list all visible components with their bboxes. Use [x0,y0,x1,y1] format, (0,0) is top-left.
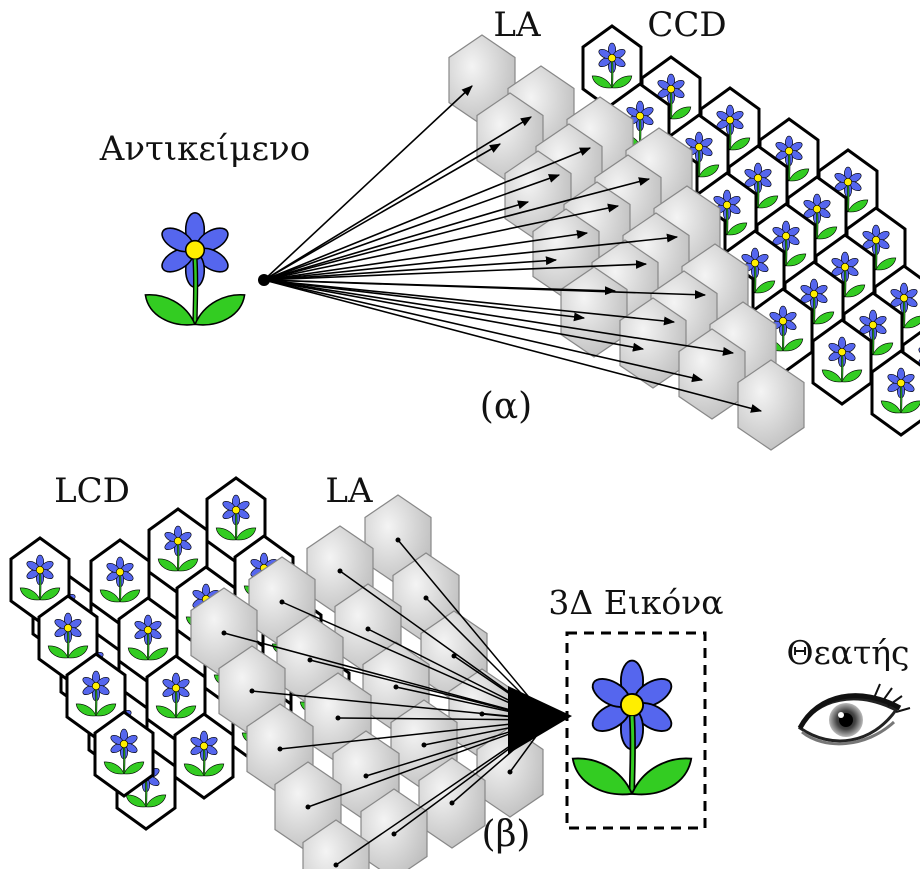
image-flower [573,661,691,795]
ccd-cell [811,318,873,406]
ray [263,143,501,281]
ray [279,719,549,750]
ray [263,147,592,281]
lcd-cell [173,712,235,800]
ccd-cell [870,349,920,437]
ray [263,279,617,296]
panel-b: LCD LA 3Δ Εικόνα Θεατής (β) [9,471,911,869]
object-label: Αντικείμενο [99,129,310,169]
ray [263,85,473,281]
ray [263,200,530,281]
lcd-label: LCD [54,471,130,511]
ray [263,279,645,352]
ray [223,632,549,721]
ray [263,279,704,383]
ray [263,233,679,281]
ray [263,177,651,281]
la-label-b: LA [325,471,373,511]
lenslet [737,359,805,451]
convergence-arrowhead [508,686,572,754]
image-label: 3Δ Εικόνα [548,583,723,622]
image-frame [565,631,707,830]
ray [263,256,558,281]
ray [263,116,532,281]
ray [263,279,586,322]
object-flower [145,213,244,325]
ray [263,174,561,281]
lcd-cell [93,710,155,798]
viewer-label: Θεατής [787,633,910,672]
ray [263,279,676,326]
ray [397,539,549,721]
eye-icon [797,683,911,746]
object-point [258,274,270,286]
ray [263,203,620,281]
ccd-label: CCD [647,5,726,45]
lenslet [360,788,428,869]
panel-a: Αντικείμενο LA CCD (α) [99,5,920,451]
ray [263,230,589,281]
caption-a: (α) [480,386,532,427]
capture-rays [263,85,763,413]
ray [263,259,648,281]
ccd-sensor-grid [581,24,920,437]
caption-b: (β) [482,814,531,855]
la-label-a: LA [493,5,541,45]
ray [263,279,763,413]
ray [263,279,735,356]
ray [281,601,549,721]
